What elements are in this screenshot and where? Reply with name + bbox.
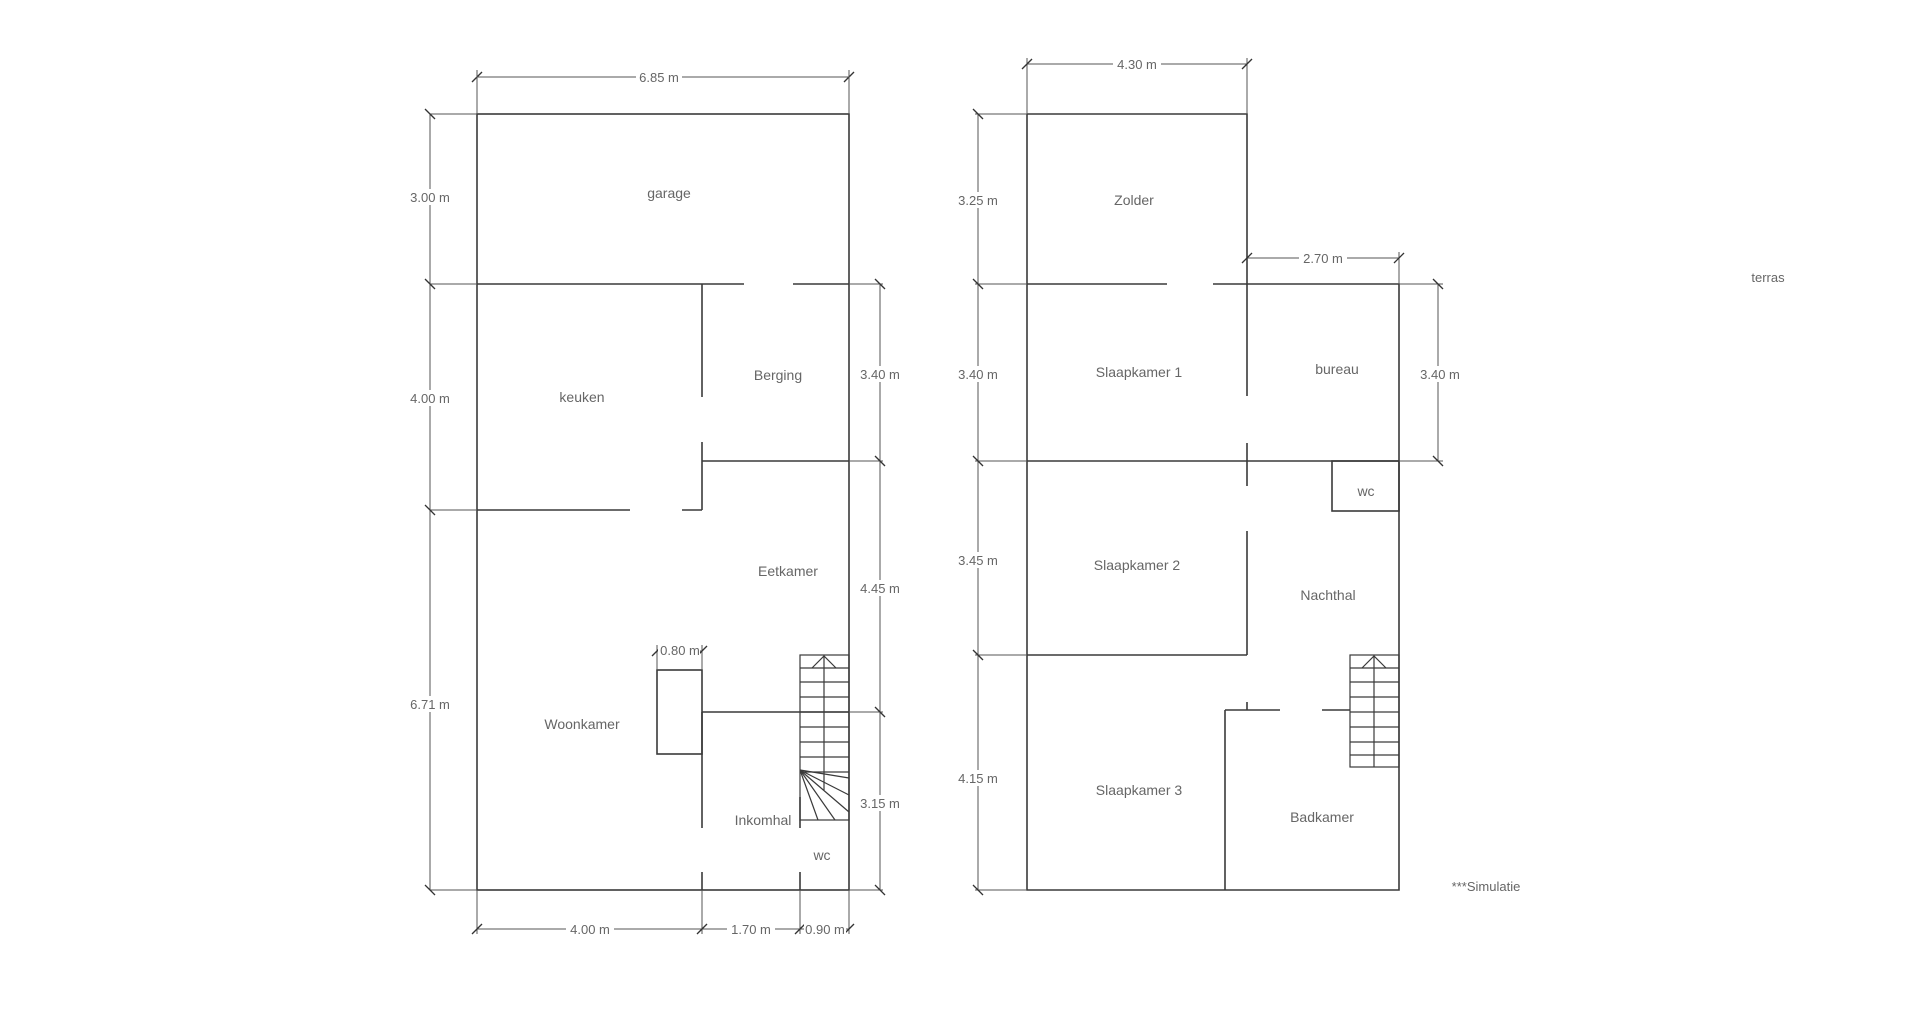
room-nachthal: Nachthal <box>1300 587 1355 603</box>
dim-woonkamer-width: 4.00 m <box>570 922 610 937</box>
dim-ground-width: 6.85 m <box>639 70 679 85</box>
room-slaapkamer1: Slaapkamer 1 <box>1096 364 1183 380</box>
wc-first <box>1331 460 1400 512</box>
ground-floor-plan <box>476 113 850 891</box>
dim-slaapkamer1-depth: 3.40 m <box>958 367 998 382</box>
first-floor-plan <box>1026 113 1400 891</box>
room-slaapkamer2: Slaapkamer 2 <box>1094 557 1181 573</box>
room-woonkamer: Woonkamer <box>544 716 620 732</box>
dim-chimney-width: 0.80 m <box>660 643 700 658</box>
first-labels: 4.30 m 2.70 m 3.25 m 3.40 m 3.45 m 4.15 … <box>952 56 1462 825</box>
dim-inkomhal-width: 1.70 m <box>731 922 771 937</box>
room-bureau: bureau <box>1315 361 1359 377</box>
first-staircase <box>1349 654 1400 768</box>
dim-bureau-width: 2.70 m <box>1303 251 1343 266</box>
dim-garage-depth: 3.00 m <box>410 190 450 205</box>
room-eetkamer: Eetkamer <box>758 563 818 579</box>
first-outer-wall <box>1026 113 1400 891</box>
label-terras: terras <box>1751 270 1785 285</box>
first-dimension-lines <box>972 58 1444 896</box>
dim-slaapkamer3-depth: 4.15 m <box>958 771 998 786</box>
chimney <box>656 669 703 755</box>
dim-berging-depth: 3.40 m <box>860 367 900 382</box>
room-berging: Berging <box>754 367 802 383</box>
dim-slaapkamer2-depth: 3.45 m <box>958 553 998 568</box>
room-inkomhal: Inkomhal <box>735 812 792 828</box>
dim-wc-width: 0.90 m <box>805 922 845 937</box>
room-slaapkamer3: Slaapkamer 3 <box>1096 782 1183 798</box>
dim-bureau-depth: 3.40 m <box>1420 367 1460 382</box>
dim-woonkamer-depth: 6.71 m <box>410 697 450 712</box>
ground-staircase <box>799 654 850 821</box>
dim-inkomhal-depth: 3.15 m <box>860 796 900 811</box>
room-wc-ground: wc <box>812 847 830 863</box>
dim-zolder-depth: 3.25 m <box>958 193 998 208</box>
room-keuken: keuken <box>559 389 604 405</box>
ground-labels: 6.85 m 3.00 m 4.00 m 6.71 m 3.40 m 4.45 … <box>404 69 902 937</box>
dim-first-width: 4.30 m <box>1117 57 1157 72</box>
room-zolder: Zolder <box>1114 192 1154 208</box>
room-badkamer: Badkamer <box>1290 809 1354 825</box>
room-wc-first: wc <box>1356 483 1374 499</box>
dim-eetkamer-depth: 4.45 m <box>860 581 900 596</box>
dim-keuken-depth: 4.00 m <box>410 391 450 406</box>
room-garage: garage <box>647 185 691 201</box>
simulatie-note: ***Simulatie <box>1452 879 1521 894</box>
ground-outer-wall <box>476 113 850 891</box>
